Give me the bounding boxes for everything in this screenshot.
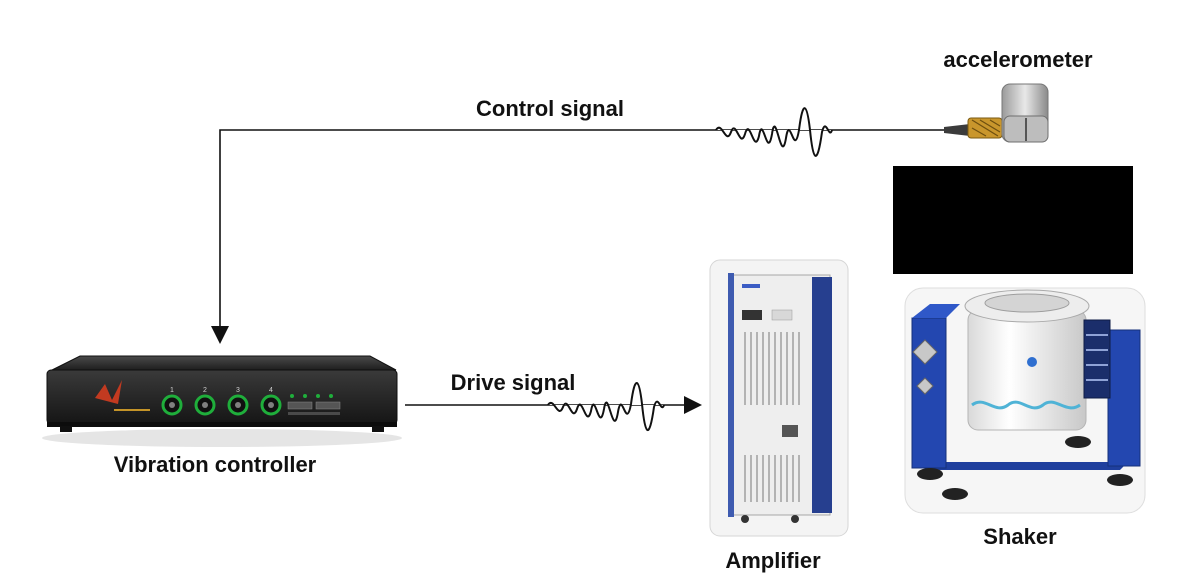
shaker-cable bbox=[971, 400, 1081, 410]
accelerometer-label: accelerometer bbox=[943, 47, 1093, 72]
control-signal-path bbox=[211, 107, 945, 344]
accelerometer-device bbox=[944, 83, 1049, 143]
control-signal-label: Control signal bbox=[476, 96, 624, 121]
control-signal-waveform bbox=[715, 107, 833, 157]
channel-4-port bbox=[260, 394, 282, 416]
controller-logo bbox=[95, 380, 150, 411]
amplifier-label: Amplifier bbox=[725, 548, 821, 573]
drive-signal-path bbox=[405, 382, 702, 432]
drive-arrowhead bbox=[684, 396, 702, 414]
drive-signal-waveform bbox=[547, 382, 665, 432]
drive-signal-label: Drive signal bbox=[451, 370, 576, 395]
vibration-controller-device: 1 2 3 4 bbox=[42, 355, 402, 447]
channel-3-number: 3 bbox=[236, 387, 240, 394]
controller-status-panel bbox=[287, 394, 341, 415]
channel-4-number: 4 bbox=[269, 387, 273, 394]
shaker-device bbox=[904, 287, 1146, 514]
channel-2-port bbox=[194, 394, 216, 416]
channel-2-number: 2 bbox=[203, 387, 207, 394]
channel-3-port bbox=[227, 394, 249, 416]
control-arrowhead bbox=[211, 326, 229, 344]
channel-1-port bbox=[161, 394, 183, 416]
amplifier-vent-lower bbox=[744, 455, 800, 502]
amplifier-device bbox=[709, 259, 849, 537]
shaker-label: Shaker bbox=[983, 524, 1057, 549]
vibration-controller-label: Vibration controller bbox=[114, 452, 317, 477]
channel-1-number: 1 bbox=[170, 387, 174, 394]
redacted-box bbox=[893, 166, 1133, 274]
amplifier-vent-upper bbox=[744, 332, 800, 405]
